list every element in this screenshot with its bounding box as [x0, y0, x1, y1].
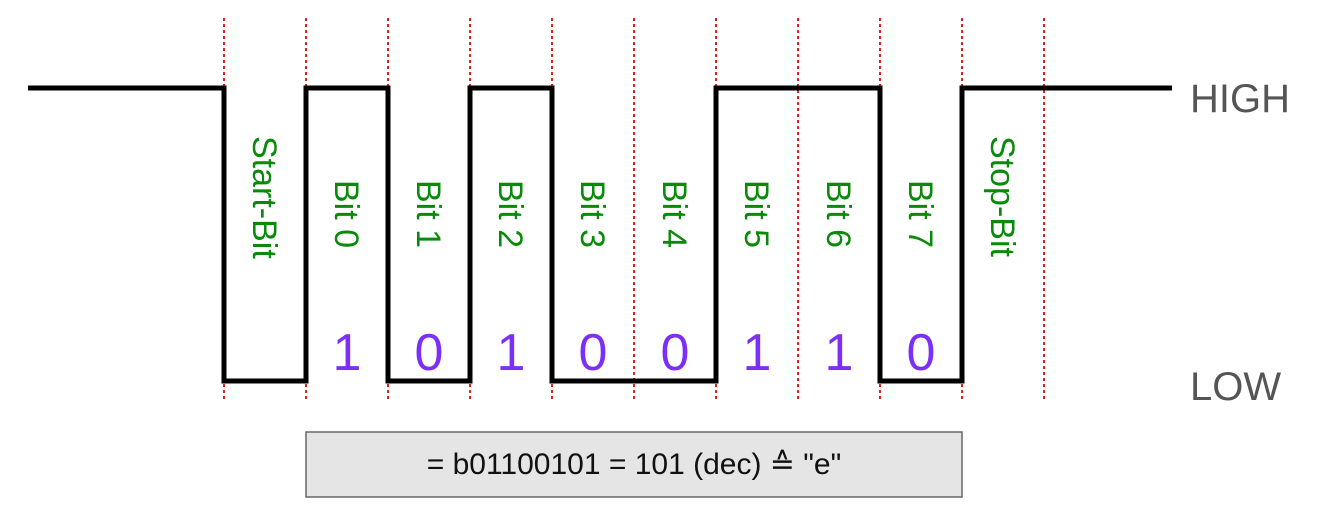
result-box	[305, 431, 963, 498]
slot-label: Bit 2	[491, 180, 529, 248]
slot-label: Bit 4	[655, 180, 693, 248]
slot-labels: Start-Bit Bit 0 Bit 1 Bit 2 Bit 3 Bit 4 Bit 5 B…	[245, 136, 1021, 259]
high-level-label: HIGH	[1190, 77, 1290, 121]
bit-value: 0	[907, 324, 936, 382]
low-level-label: LOW	[1190, 365, 1281, 409]
slot-label: Stop-Bit	[983, 136, 1021, 257]
bit-value: 0	[415, 324, 444, 382]
signal-waveform	[28, 85, 1172, 384]
bit-value: 1	[825, 324, 854, 382]
slot-label: Bit 3	[573, 180, 611, 248]
bit-value: 0	[661, 324, 690, 382]
bit-value: 1	[333, 324, 362, 382]
slot-label: Bit 6	[819, 180, 857, 248]
result-text: = b01100101 = 101 (dec) ≙ "e"	[427, 448, 842, 481]
slot-label: Bit 0	[327, 180, 365, 248]
slot-label: Start-Bit	[245, 136, 283, 259]
bit-value: 1	[497, 324, 526, 382]
slot-label: Bit 5	[737, 180, 775, 248]
bit-value: 1	[743, 324, 772, 382]
slot-label: Bit 1	[409, 180, 447, 248]
slot-label: Bit 7	[901, 180, 939, 248]
bit-value: 0	[579, 324, 608, 382]
